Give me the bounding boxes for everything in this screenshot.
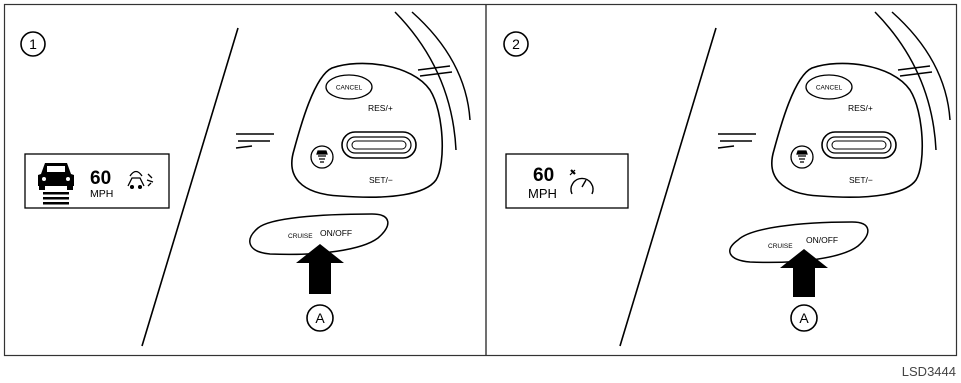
figure-frame	[3, 3, 958, 357]
speed-unit-2: MPH	[528, 186, 557, 201]
push-arrow-1	[296, 244, 344, 294]
cancel-button-1[interactable]: CANCEL	[325, 74, 373, 100]
set-speed-value-1: 60	[90, 168, 111, 189]
cruise-main-switch-2[interactable]: CRUISE ON/OFF	[729, 221, 869, 264]
dash-edge-line-2	[619, 27, 717, 347]
callout-a-2: A	[790, 304, 818, 332]
set-label-1: SET/−	[369, 175, 393, 185]
steering-wheel-edge-2	[717, 11, 951, 151]
distance-icon	[796, 150, 808, 163]
distance-icon	[316, 150, 328, 163]
push-arrow-2	[780, 249, 828, 297]
cruise-switch-pod-1: CANCEL RES/+ SET/−	[291, 62, 444, 199]
step-badge-1: 1	[20, 31, 46, 57]
speed-display-2: 60 MPH	[505, 153, 629, 209]
cruise-speedometer-icon	[569, 169, 594, 195]
vehicle-ahead-icon	[38, 163, 74, 205]
cancel-label-1: CANCEL	[336, 85, 363, 92]
cancel-label-2: CANCEL	[816, 85, 843, 92]
panel-2: 2 60 MPH	[503, 11, 951, 347]
cancel-button-2[interactable]: CANCEL	[805, 74, 853, 100]
set-label-2: SET/−	[849, 175, 873, 185]
distance-button-1[interactable]	[310, 145, 334, 169]
distance-button-2[interactable]	[790, 145, 814, 169]
cruise-label-1: CRUISE	[288, 233, 313, 240]
distance-control-icon	[127, 170, 154, 190]
step-number-2: 2	[512, 36, 520, 52]
callout-label-2: A	[799, 310, 809, 326]
res-label-2: RES/+	[848, 103, 873, 113]
onoff-label-2: ON/OFF	[806, 235, 838, 245]
step-badge-2: 2	[503, 31, 529, 57]
res-label-1: RES/+	[368, 103, 393, 113]
speed-unit-1: MPH	[90, 188, 113, 200]
step-number-1: 1	[29, 36, 37, 52]
callout-a-1: A	[306, 304, 334, 332]
cruise-switch-pod-2: CANCEL RES/+ SET/−	[771, 62, 924, 199]
res-set-rocker-2[interactable]	[821, 131, 897, 159]
onoff-label-1: ON/OFF	[320, 228, 352, 238]
set-speed-value-2: 60	[533, 165, 554, 186]
cruise-label-2: CRUISE	[768, 243, 793, 250]
res-set-rocker-1[interactable]	[341, 131, 417, 159]
cruise-main-switch-1[interactable]: CRUISE ON/OFF	[249, 213, 389, 256]
callout-label-1: A	[315, 310, 325, 326]
steering-wheel-edge	[235, 11, 471, 151]
dash-edge-line	[141, 27, 239, 347]
panel-1: 1 60 MPH	[20, 11, 471, 347]
figure-code: LSD3444	[902, 364, 956, 379]
speed-display-1: 60 MPH	[24, 153, 170, 209]
